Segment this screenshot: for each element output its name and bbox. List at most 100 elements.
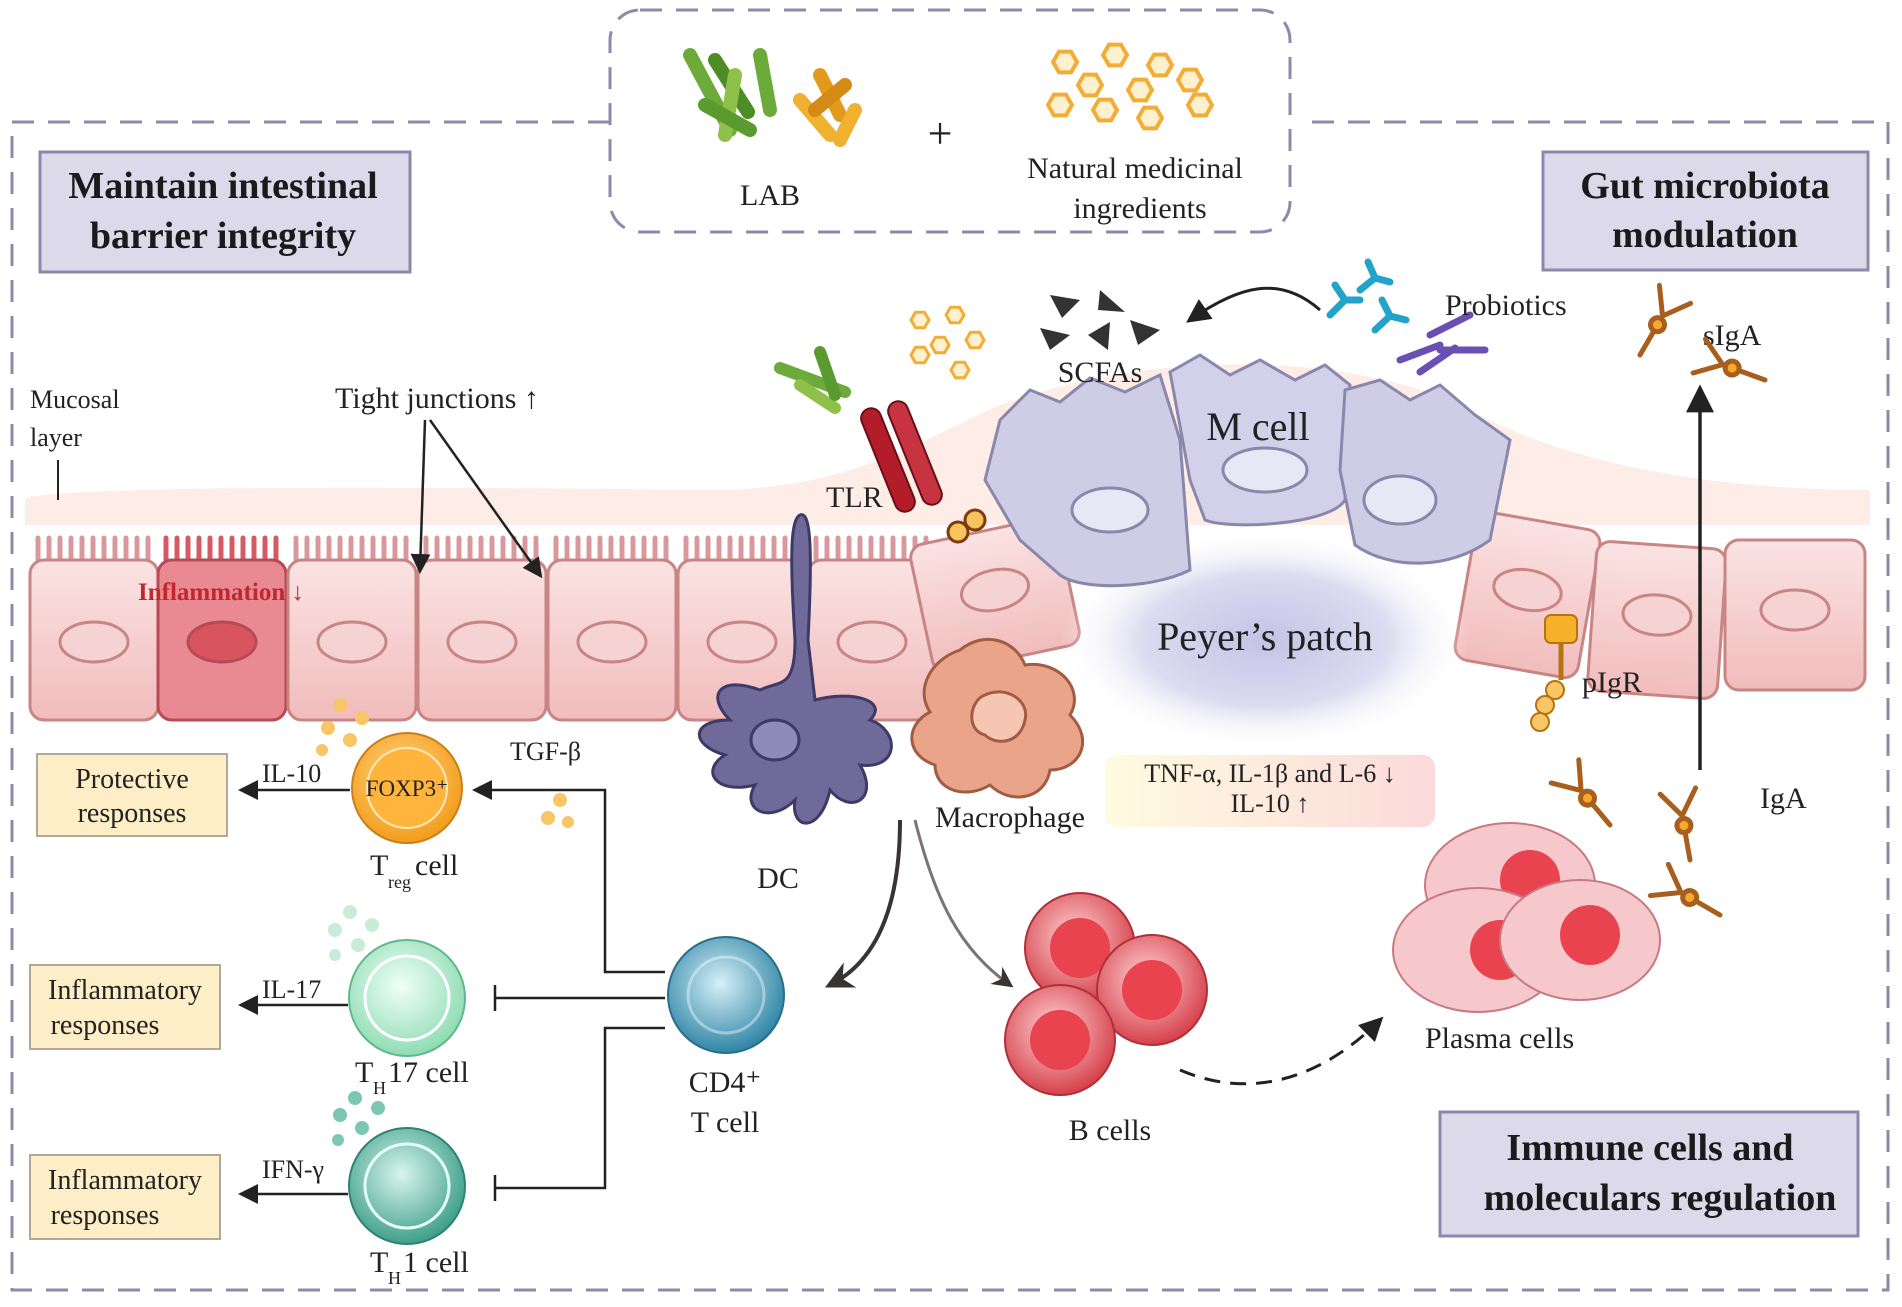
- scfas-label: SCFAs: [1058, 356, 1143, 389]
- tj-arrow-2: [428, 419, 543, 579]
- siga-antibody-icons: [1637, 282, 1768, 383]
- natural-ingredients-small-icon: [909, 305, 986, 380]
- probiotics-icon: [1326, 258, 1489, 376]
- macrophage-label: Macrophage: [935, 801, 1085, 834]
- cell-nucleus: [1759, 588, 1831, 632]
- natural-label-1: Natural medicinal: [1027, 152, 1243, 185]
- cd4-label-1: CD4⁺: [689, 1066, 762, 1099]
- cell-nucleus: [576, 620, 648, 664]
- il10-label: IL-10: [262, 759, 321, 788]
- protective-line2: responses: [78, 798, 187, 829]
- mucosal-label-1: Mucosal: [30, 385, 120, 414]
- lab-bacteria-small-icon: [774, 346, 851, 414]
- th17-label-sub: H: [373, 1078, 386, 1098]
- cell-nucleus: [959, 567, 1031, 613]
- treg-label-sub: reg: [388, 872, 411, 892]
- mucosal-layer: [25, 364, 1870, 525]
- immune-header-box: Immune cells and moleculars regulation: [1438, 1110, 1860, 1238]
- ifn-g-label: IFN-γ: [262, 1155, 324, 1184]
- pigr-label: pIgR: [1582, 666, 1642, 699]
- tj-arrow-1: [410, 419, 431, 574]
- hexagon-molecule: [944, 305, 966, 325]
- microvilli: [423, 535, 539, 563]
- hexagon-molecule: [1125, 77, 1155, 103]
- cell-nucleus: [706, 620, 778, 664]
- cd4-label-2: T cell: [691, 1106, 760, 1139]
- iga-antibody-icons: [1548, 757, 1723, 918]
- inflammation-label: Inflammation ↓: [138, 579, 304, 606]
- foxp3-label: FOXP3⁺: [366, 776, 448, 801]
- hexagon-molecule: [964, 330, 986, 350]
- tgf-b-label: TGF-β: [510, 737, 581, 766]
- barrier-header-box: Maintain intestinal barrier integrity: [38, 150, 412, 274]
- macrophage-cell: [910, 637, 1084, 799]
- th1-cell: [348, 1127, 466, 1245]
- th1-secretion-dots: [332, 1091, 385, 1146]
- cd4-to-treg-arrow: [472, 780, 665, 974]
- iga-label: IgA: [1760, 782, 1807, 815]
- b-cells-label: B cells: [1069, 1114, 1152, 1147]
- hexagon-molecule: [1050, 49, 1080, 75]
- m-cell-label: M cell: [1206, 404, 1309, 449]
- microbiota-header-line2: modulation: [1612, 214, 1798, 256]
- inflammatory1-line2: responses: [51, 1010, 160, 1041]
- m-cell-group: [983, 353, 1512, 588]
- plasma-cells: [1392, 822, 1661, 1013]
- hexagon-molecule: [929, 335, 951, 355]
- th17-label-T: T: [355, 1056, 373, 1089]
- pigr-receptor: [1530, 614, 1578, 732]
- cell-nucleus: [836, 620, 908, 664]
- tlr-receptor: [860, 400, 987, 544]
- immune-header-line1: Immune cells and: [1506, 1127, 1793, 1169]
- peyers-patch-label: Peyer’s patch: [1157, 614, 1373, 659]
- epithelial-layer: [28, 511, 1867, 722]
- hexagon-molecule: [1100, 42, 1130, 68]
- hexagon-molecule: [1175, 67, 1205, 93]
- microvilli: [163, 535, 279, 563]
- th1-label-rest: 1 cell: [403, 1246, 469, 1279]
- cd4-inhibits-th17: [493, 985, 665, 1011]
- tgf-b-dots: [541, 793, 574, 828]
- treg-secretion-dots: [316, 698, 369, 756]
- cell-nucleus: [316, 620, 388, 664]
- treg-cell: [351, 732, 463, 844]
- microvilli: [553, 535, 669, 563]
- th1-cell-label: T H 1 cell: [370, 1246, 469, 1288]
- cell-nucleus: [1492, 567, 1563, 613]
- th1-label-sub: H: [388, 1268, 401, 1288]
- hexagon-molecule: [1045, 92, 1075, 118]
- dendritic-cell: [697, 513, 893, 825]
- microvilli: [293, 535, 409, 563]
- microvilli: [35, 535, 151, 563]
- protective-line1: Protective: [75, 764, 189, 795]
- microbiota-header-box: Gut microbiota modulation: [1541, 150, 1870, 272]
- immune-header-line2: moleculars regulation: [1484, 1177, 1837, 1219]
- scfas-icon: [1040, 290, 1160, 350]
- natural-ingredients-icon: [1045, 42, 1215, 131]
- probiotics-to-scfas-arrow: [1186, 286, 1321, 323]
- cell-nucleus: [58, 620, 130, 664]
- th17-cell-label: T H 17 cell: [355, 1056, 469, 1098]
- cell-nucleus: [1621, 593, 1693, 637]
- hexagon-molecule: [1145, 52, 1175, 78]
- plus-sign: +: [928, 109, 953, 158]
- outer-dashed-frame: [10, 120, 1890, 1292]
- barrier-header-line2: barrier integrity: [90, 215, 356, 257]
- hexagon-molecule: [1090, 97, 1120, 123]
- cd4-inhibits-th1: [493, 1026, 665, 1201]
- cytokine-box-line2: IL-10 ↑: [1231, 789, 1310, 818]
- il17-label: IL-17: [262, 975, 321, 1004]
- hexagon-molecule: [949, 360, 971, 380]
- cytokine-box-line1: TNF-α, IL-1β and L-6 ↓: [1144, 759, 1395, 788]
- th17-secretion-dots: [328, 905, 379, 961]
- treg-label-T: T: [370, 849, 388, 882]
- dc-label: DC: [757, 862, 799, 895]
- mucosal-label-2: layer: [30, 423, 82, 452]
- lab-bacteria-icon: [683, 48, 862, 147]
- tight-junctions-label: Tight junctions ↑: [335, 382, 539, 415]
- hexagon-molecule: [909, 310, 931, 330]
- cd4-t-cell: [667, 936, 785, 1054]
- cell-nucleus: [446, 620, 518, 664]
- peyers-patch: [1060, 530, 1470, 750]
